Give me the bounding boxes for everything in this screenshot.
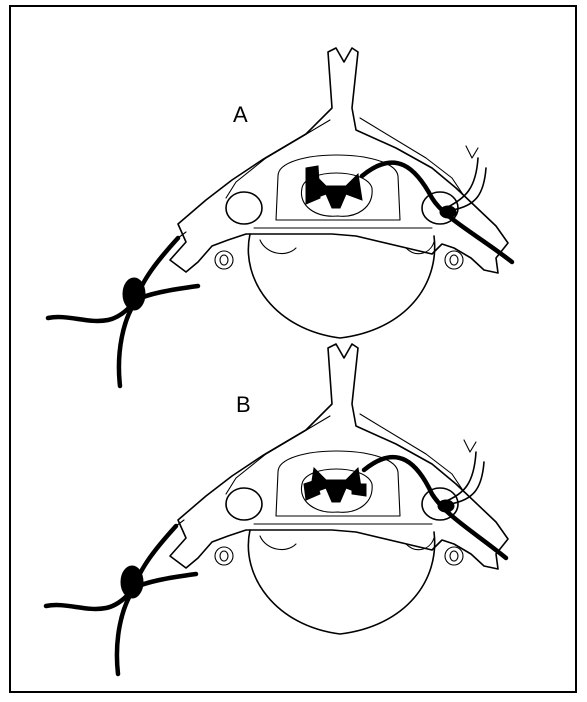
figure-border [10,6,576,692]
panel-a-vertebra [170,48,512,338]
panel-b-label: B [236,392,251,417]
panel-a: A [48,48,512,386]
panel-b: B [46,344,508,674]
panel-b-vertebra [170,344,508,634]
panel-b-sympathetic-chain [46,520,196,674]
panel-a-sympathetic-chain [48,232,198,386]
panel-a-label: A [233,102,248,127]
